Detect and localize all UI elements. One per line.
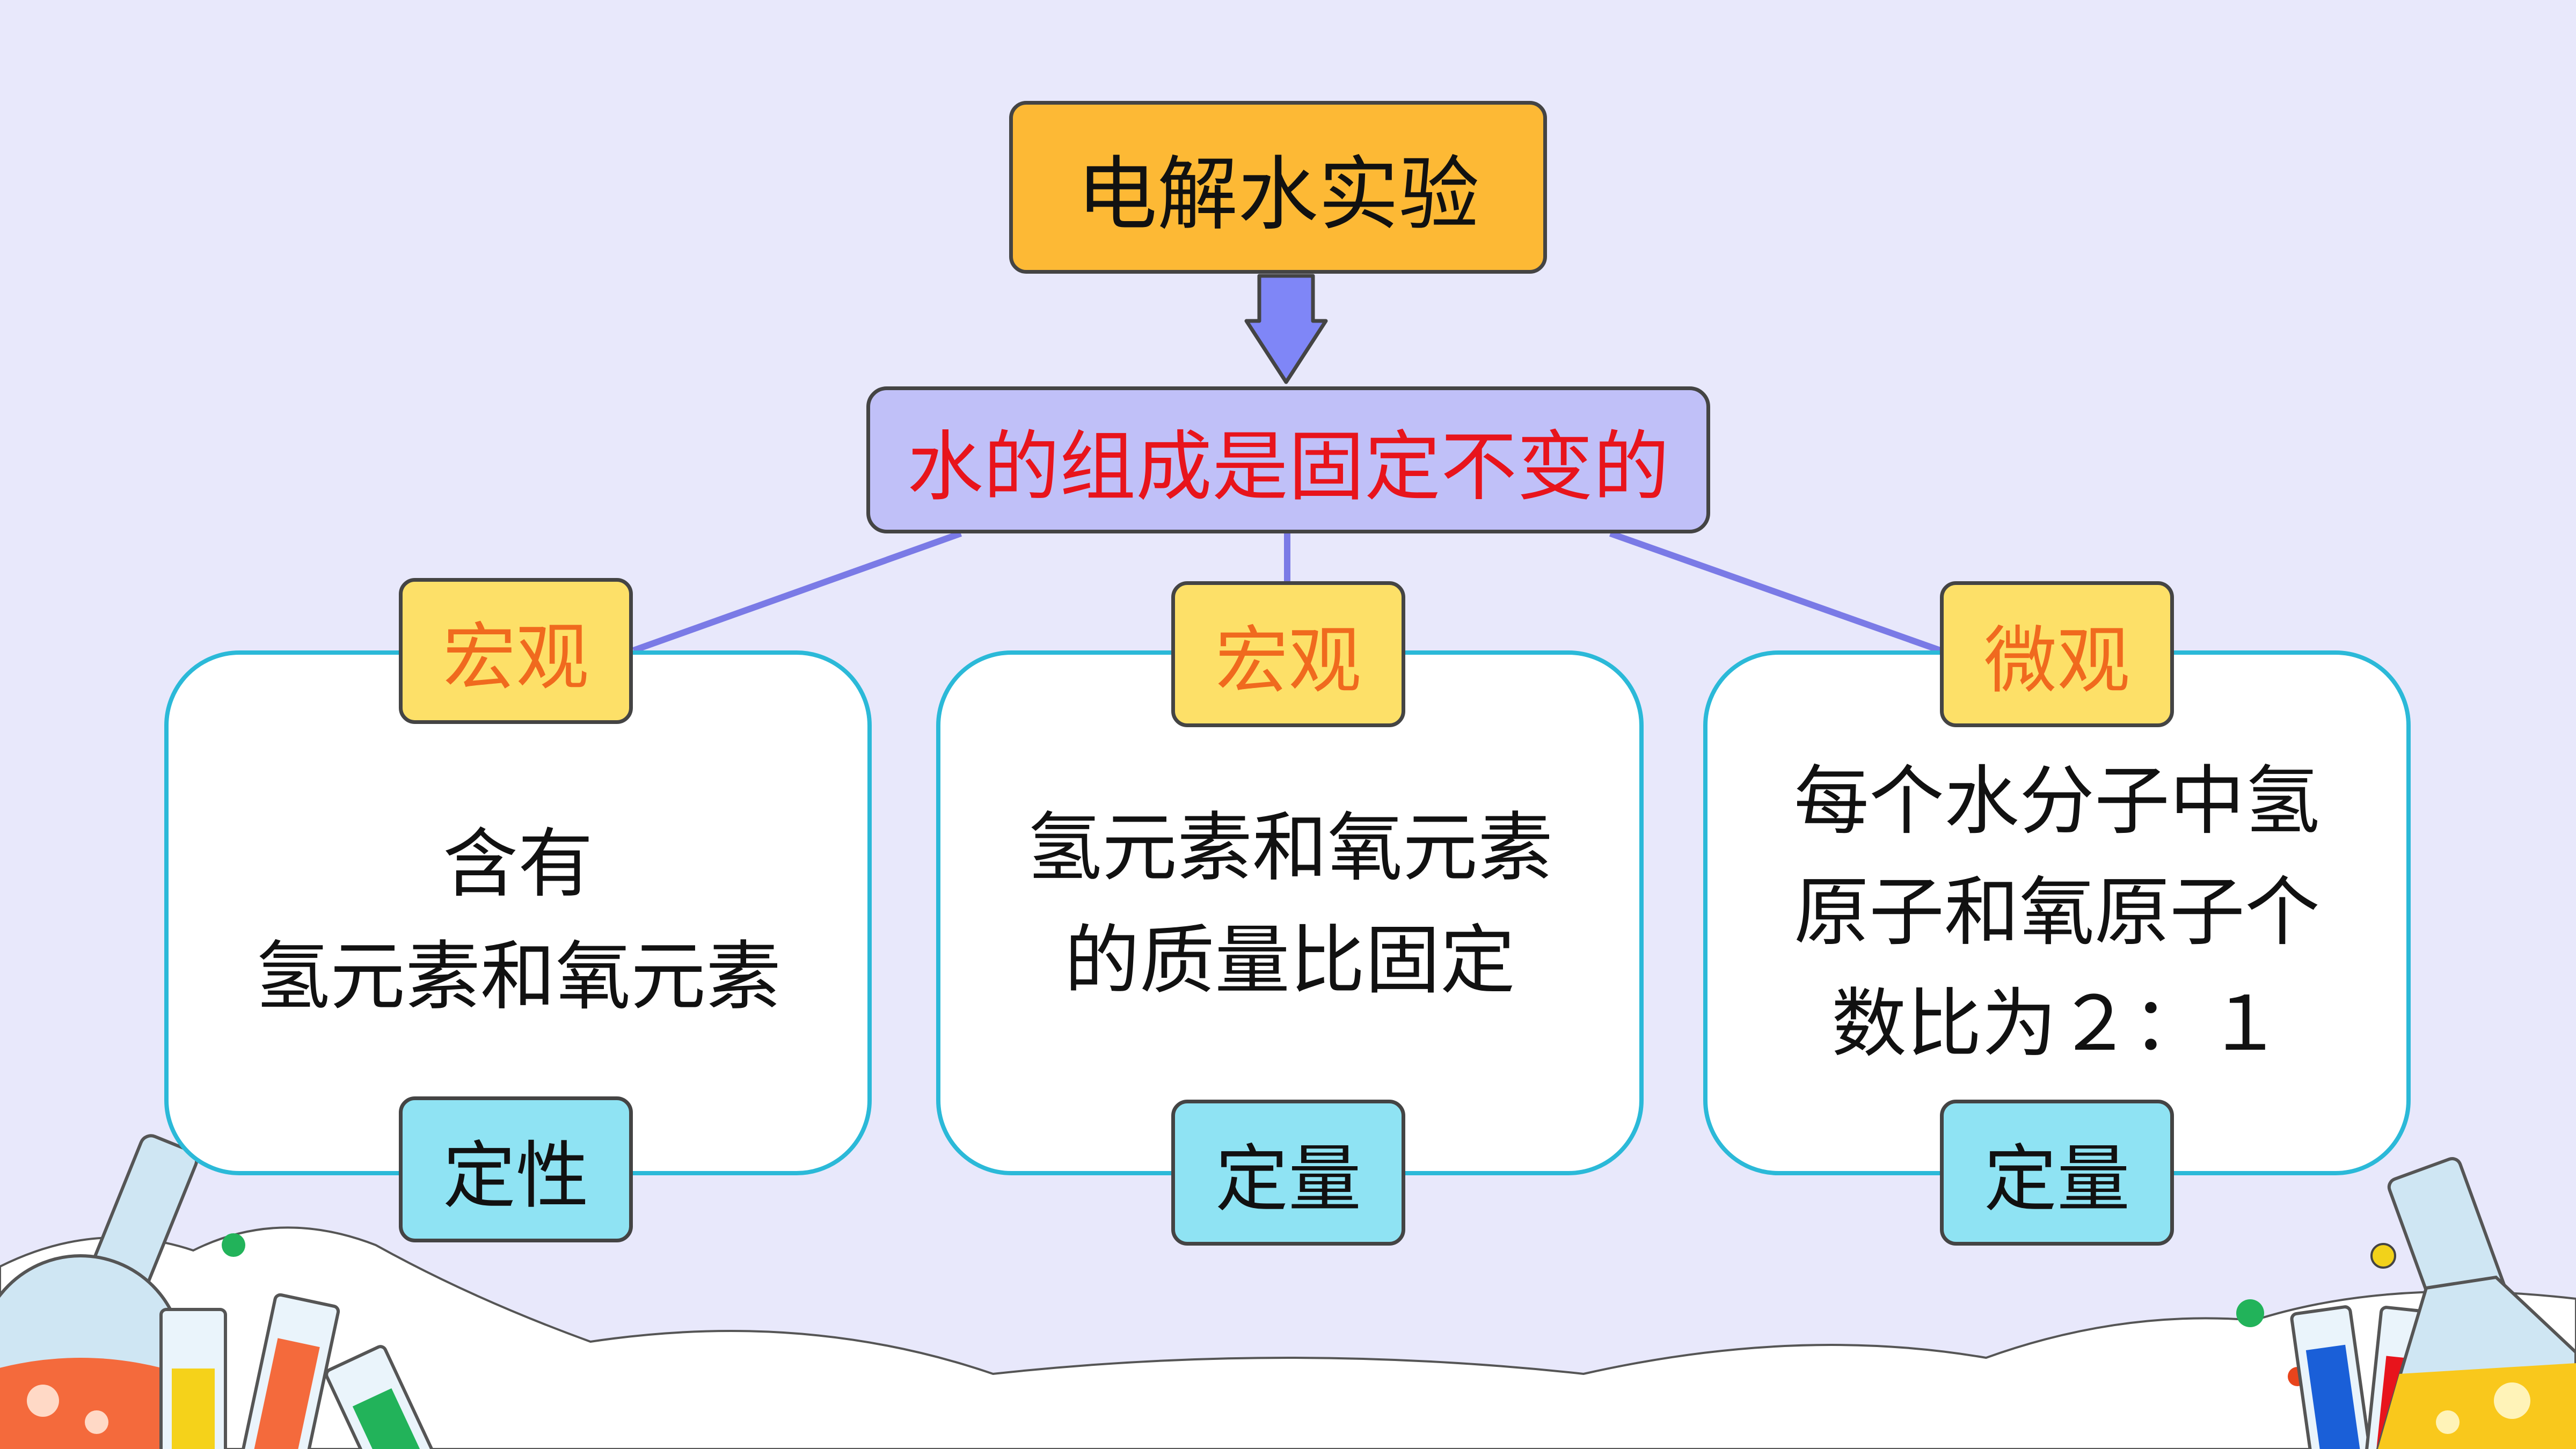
root-node: 电解水实验	[1009, 101, 1547, 274]
connector-line	[632, 530, 962, 654]
green-dot-icon	[2236, 1299, 2264, 1327]
connector-line	[1609, 530, 1942, 654]
bottom-tag-2: 定量	[1171, 1100, 1405, 1246]
card-line: 氢元素和氧元素	[1026, 804, 1553, 892]
card-line: 含有	[442, 821, 593, 908]
down-arrow-icon	[1244, 274, 1328, 384]
cloud-band	[0, 1226, 2576, 1449]
top-tag-3: 微观	[1940, 581, 2174, 727]
test-tube-icon	[238, 1293, 340, 1449]
branch-card-1: 含有 氢元素和氧元素	[164, 650, 872, 1175]
bottom-tag-1: 定性	[399, 1096, 633, 1242]
top-tag-1: 宏观	[399, 578, 633, 724]
green-dot-icon	[222, 1233, 245, 1257]
test-tube-icon	[2290, 1305, 2375, 1449]
flask-icon	[2376, 1157, 2576, 1449]
card-line: 数比为２：１	[1831, 980, 2282, 1068]
yellow-dot-icon	[2370, 1243, 2396, 1269]
test-tube-icon	[159, 1308, 227, 1449]
card-line: 每个水分子中氢	[1793, 758, 2320, 846]
card-line: 原子和氧原子个	[1793, 869, 2320, 957]
card-line: 的质量比固定	[1064, 917, 1515, 1005]
branch-card-3: 每个水分子中氢 原子和氧原子个 数比为２：１	[1703, 650, 2411, 1175]
card-line: 氢元素和氧元素	[254, 933, 781, 1021]
conclusion-node: 水的组成是固定不变的	[866, 386, 1710, 533]
top-tag-2: 宏观	[1171, 581, 1405, 727]
test-tube-icon	[325, 1345, 442, 1449]
branch-card-2: 氢元素和氧元素 的质量比固定	[936, 650, 1644, 1175]
bottom-tag-3: 定量	[1940, 1100, 2174, 1246]
